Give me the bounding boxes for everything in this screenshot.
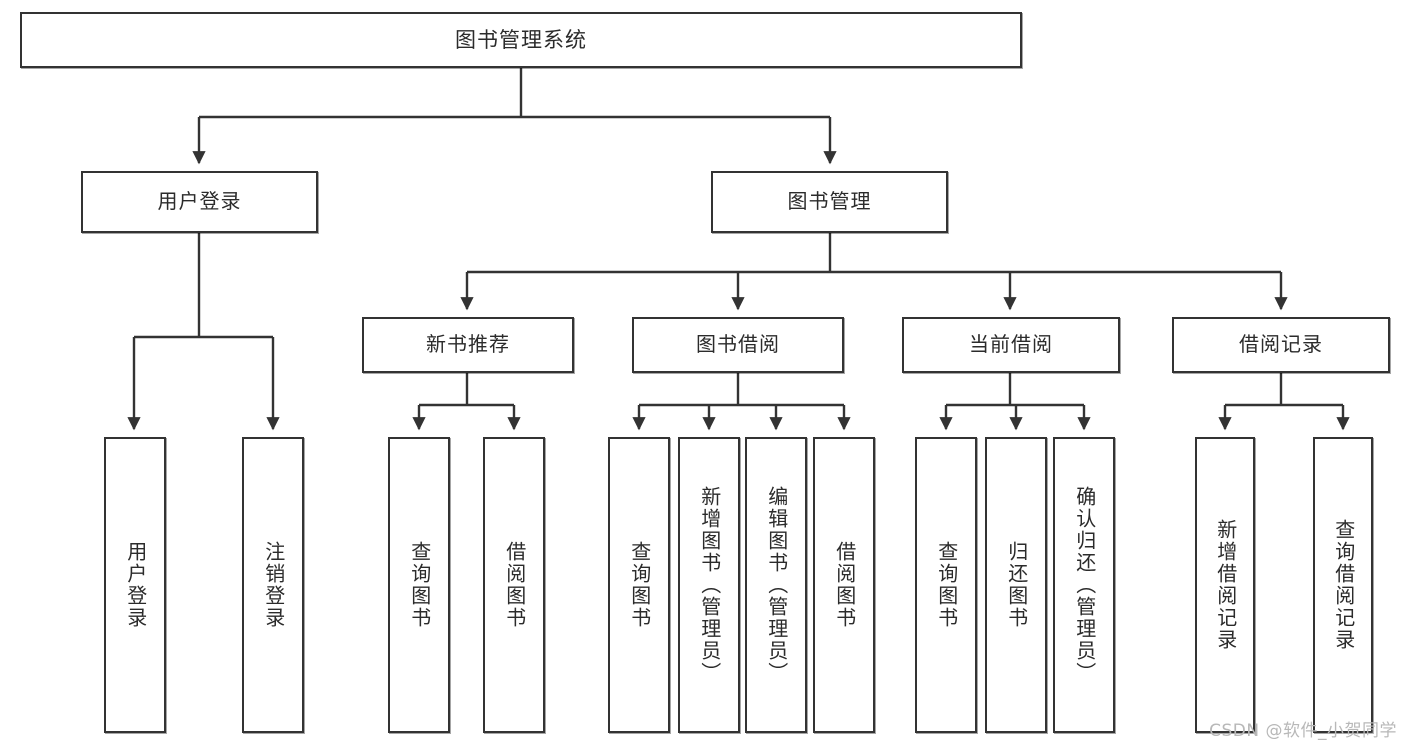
leaf-add-book-admin[interactable]: 新增图书（管理员）	[678, 437, 740, 733]
leaf-add-borrow-record[interactable]: 新增借阅记录	[1195, 437, 1255, 733]
leaf-query-book-current[interactable]: 查询图书	[915, 437, 977, 733]
leaf-query-borrow-record[interactable]: 查询借阅记录	[1313, 437, 1373, 733]
leaf-edit-book-admin[interactable]: 编辑图书（管理员）	[745, 437, 807, 733]
node-borrow-record-label: 借阅记录	[1239, 332, 1323, 357]
leaf-confirm-return-admin[interactable]: 确认归还（管理员）	[1053, 437, 1115, 733]
leaf-borrow-book-new[interactable]: 借阅图书	[483, 437, 545, 733]
leaf-borrow-book-new-label: 借阅图书	[502, 541, 527, 629]
node-book-borrow-label: 图书借阅	[696, 332, 780, 357]
leaf-query-book-current-label: 查询图书	[934, 541, 959, 629]
leaf-confirm-return-admin-label: 确认归还（管理员）	[1072, 486, 1097, 684]
leaf-return-book[interactable]: 归还图书	[985, 437, 1047, 733]
leaf-return-book-label: 归还图书	[1004, 541, 1029, 629]
leaf-add-borrow-record-label: 新增借阅记录	[1213, 519, 1238, 651]
node-book-borrow[interactable]: 图书借阅	[632, 317, 844, 373]
leaf-query-book-label: 查询图书	[627, 541, 652, 629]
leaf-edit-book-admin-label: 编辑图书（管理员）	[764, 486, 789, 684]
node-new-book-recommend-label: 新书推荐	[426, 332, 510, 357]
leaf-query-borrow-record-label: 查询借阅记录	[1331, 519, 1356, 651]
node-user-login[interactable]: 用户登录	[81, 171, 318, 233]
node-current-borrow[interactable]: 当前借阅	[902, 317, 1120, 373]
leaf-user-login-label: 用户登录	[123, 541, 148, 629]
leaf-add-book-admin-label: 新增图书（管理员）	[697, 486, 722, 684]
leaf-query-book-new-label: 查询图书	[407, 541, 432, 629]
node-root-label: 图书管理系统	[455, 27, 587, 52]
leaf-user-logout[interactable]: 注销登录	[242, 437, 304, 733]
node-current-borrow-label: 当前借阅	[969, 332, 1053, 357]
leaf-query-book[interactable]: 查询图书	[608, 437, 670, 733]
node-user-login-label: 用户登录	[157, 189, 242, 214]
leaf-user-login[interactable]: 用户登录	[104, 437, 166, 733]
node-new-book-recommend[interactable]: 新书推荐	[362, 317, 574, 373]
leaf-borrow-book-label: 借阅图书	[832, 541, 857, 629]
node-book-management[interactable]: 图书管理	[711, 171, 948, 233]
node-borrow-record[interactable]: 借阅记录	[1172, 317, 1390, 373]
leaf-query-book-new[interactable]: 查询图书	[388, 437, 450, 733]
node-root[interactable]: 图书管理系统	[20, 12, 1022, 68]
leaf-borrow-book[interactable]: 借阅图书	[813, 437, 875, 733]
node-book-management-label: 图书管理	[787, 189, 872, 214]
leaf-user-logout-label: 注销登录	[261, 541, 286, 629]
